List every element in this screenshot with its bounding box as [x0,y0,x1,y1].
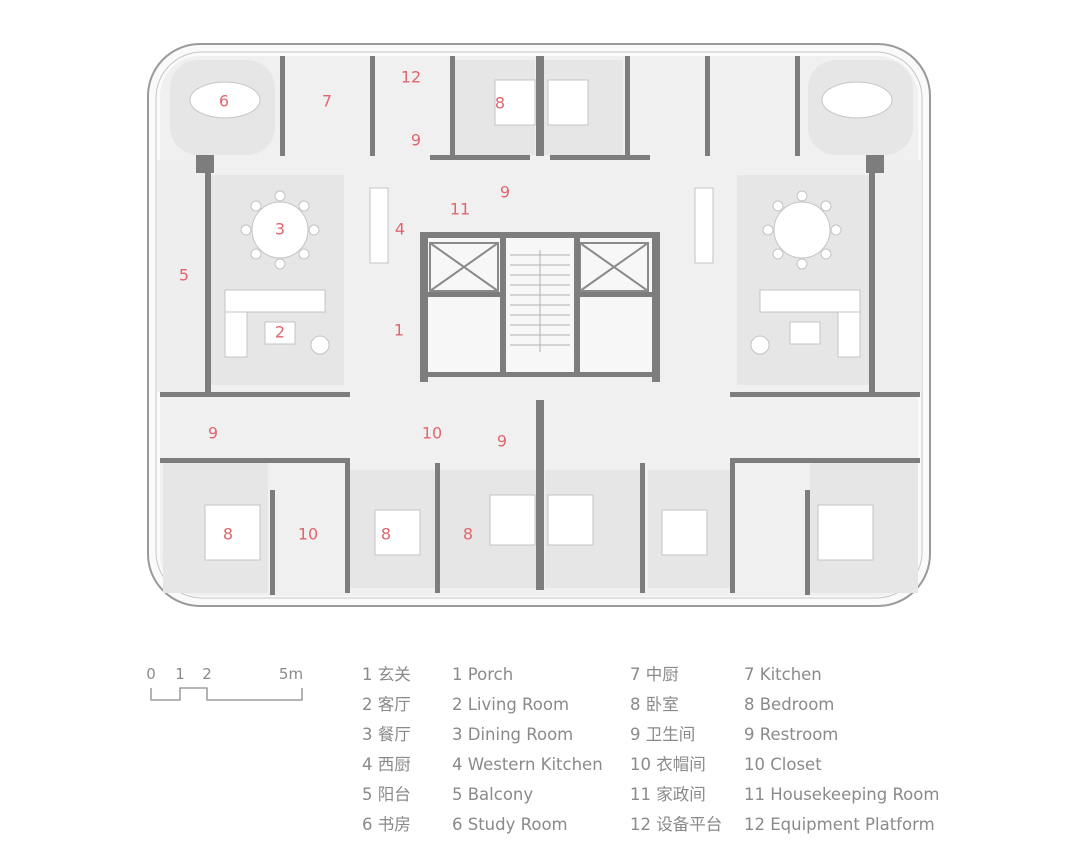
island-right [694,187,714,264]
walls [160,56,920,595]
balcony-right [870,160,922,392]
scale-tick: 2 [202,665,212,683]
room-label: 9 [497,432,507,451]
study-desk-right [821,81,893,119]
room-label: 6 [219,92,229,111]
room-labels: 6 7 12 9 8 9 11 3 4 5 2 1 9 10 9 8 10 8 … [179,68,510,544]
balcony-left [157,160,209,392]
dining-table-left [240,190,320,270]
bed-s2 [489,494,536,546]
scale-tick: 1 [175,665,185,683]
dining-table-right [762,190,842,270]
room-label: 11 [450,200,470,219]
room-label: 5 [179,266,189,285]
study-desk-left [189,81,261,119]
room-label: 8 [381,525,391,544]
bed-n1 [494,79,536,126]
sofa-right [750,289,861,358]
bed-sw [204,504,261,561]
room-label: 12 [401,68,421,87]
room-label: 10 [422,424,442,443]
scale-tick: 0 [146,665,156,683]
room-label: 8 [223,525,233,544]
bed-n2 [547,79,589,126]
room-label: 9 [411,131,421,150]
room-label: 8 [463,525,473,544]
bed-s1 [374,509,421,556]
bed-se [817,504,874,561]
scale-tick: 5m [279,665,303,683]
room-label: 4 [395,220,405,239]
room-label: 7 [322,92,332,111]
elevator-1 [429,242,499,292]
room-label: 3 [275,220,285,239]
room-label: 1 [394,321,404,340]
bed-s3 [547,494,594,546]
room-label: 8 [495,94,505,113]
island-left [369,187,389,264]
room-label: 9 [500,183,510,202]
room-label: 9 [208,424,218,443]
sofa-left [224,289,330,358]
room-label: 2 [275,323,285,342]
scale-bar: 0 1 2 5m [146,665,303,701]
room-label: 10 [298,525,318,544]
bed-s4 [661,509,708,556]
stair [510,250,570,352]
